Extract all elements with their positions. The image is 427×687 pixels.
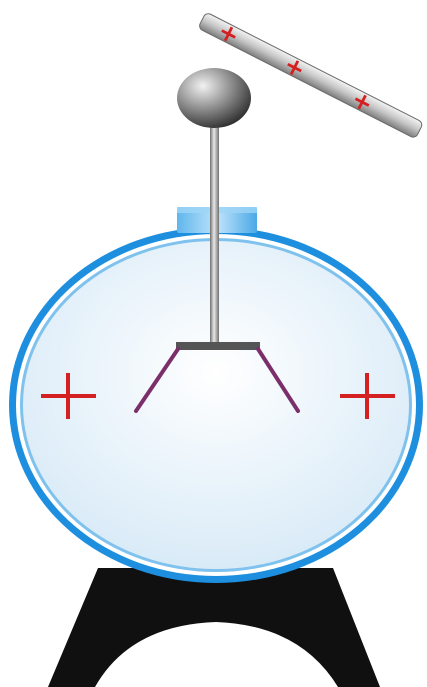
stand-base (48, 568, 380, 687)
metal-ball (177, 68, 251, 128)
metal-stem (210, 118, 219, 347)
leaf-crossbar (176, 342, 260, 350)
